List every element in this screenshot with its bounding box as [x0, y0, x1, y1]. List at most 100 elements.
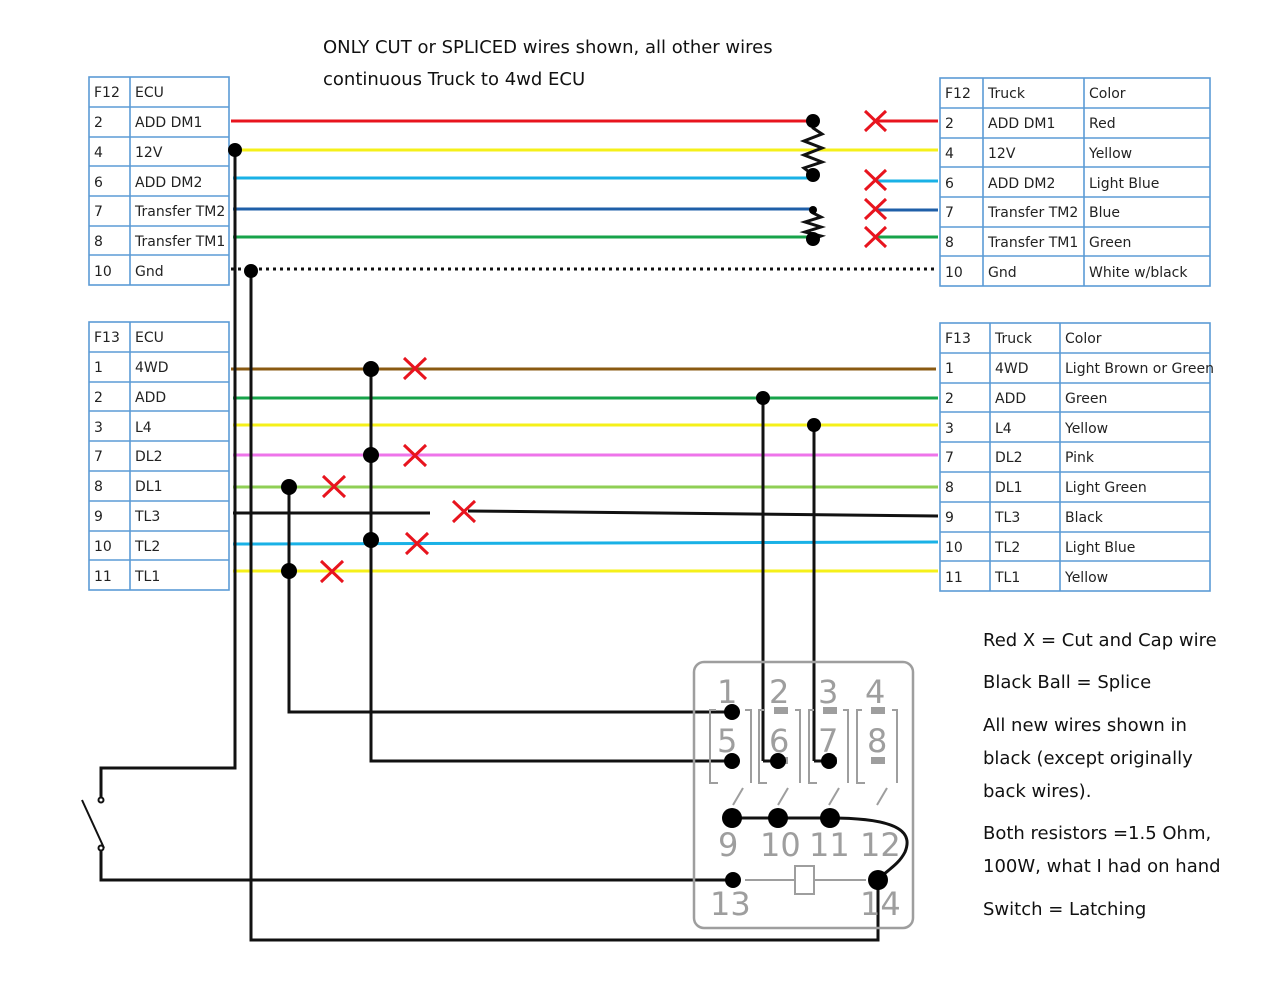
splice-ball	[768, 808, 788, 828]
f13-ecu-pin: 7	[94, 449, 103, 465]
f12-truck-pin: 7	[945, 205, 954, 221]
f13-truck-name: DL2	[995, 450, 1023, 466]
relay-bracket	[808, 709, 817, 784]
f13-ecu-name: DL1	[135, 479, 163, 495]
splice-ball	[868, 870, 888, 890]
f13-truck-color: Green	[1065, 391, 1107, 407]
switch-terminal-top	[97, 796, 105, 804]
f13-truck-color: Black	[1065, 510, 1104, 526]
f13-ecu-name: 4WD	[135, 360, 169, 376]
f12-truck-color: Blue	[1089, 205, 1120, 221]
relay-bracket	[758, 709, 767, 784]
f13-truck-pin: 11	[945, 570, 963, 586]
f12-ecu-header-pin: F12	[94, 85, 120, 101]
f12-truck-table: F12 Truck Color 2 ADD DM1 Red 4 12V Yell…	[939, 77, 1211, 287]
header-line-1: ONLY CUT or SPLICED wires shown, all oth…	[323, 37, 773, 58]
legend-resistors: Both resistors =1.5 Ohm, 100W, what I ha…	[983, 823, 1221, 877]
f13-truck-color: Light Blue	[1065, 540, 1135, 556]
splice-ball	[770, 753, 786, 769]
relay-switch-arm	[732, 787, 744, 806]
f12-ecu-pin: 8	[94, 234, 103, 250]
f13-ecu-pin: 1	[94, 360, 103, 376]
f12-truck-pin: 10	[945, 265, 963, 281]
wire-4wd-to-relay5	[369, 369, 732, 763]
switch-lever	[81, 799, 105, 849]
relay-switch-arm	[876, 787, 888, 806]
f12-truck-color: White w/black	[1089, 265, 1188, 281]
f13-truck-name: L4	[995, 421, 1012, 437]
cut-mark-x	[863, 109, 888, 133]
f12-ecu-pin: 2	[94, 115, 103, 131]
f12-truck-name: ADD DM2	[988, 176, 1055, 192]
f12-truck-header-name: Truck	[987, 86, 1026, 102]
f12-truck-name: Transfer TM2	[987, 205, 1078, 221]
f13-truck-pin: 3	[945, 421, 954, 437]
f12-ecu-name: 12V	[135, 145, 163, 161]
f13-truck-pin: 1	[945, 361, 954, 377]
f13-truck-pin: 8	[945, 480, 954, 496]
f13-ecu-name: TL3	[134, 509, 160, 525]
header-line-2: continuous Truck to 4wd ECU	[323, 69, 586, 90]
relay-pin-number: 11	[809, 826, 850, 864]
f12-ecu-name: Transfer TM2	[134, 204, 225, 220]
f13-truck-name: TL1	[994, 570, 1020, 586]
f13-ecu-pin: 8	[94, 479, 103, 495]
new-black-wires	[99, 150, 909, 942]
cut-mark-x	[451, 499, 477, 524]
relay-pin-number: 13	[710, 885, 751, 923]
f13-ecu-name: TL1	[134, 569, 160, 585]
f13-ecu-pin: 3	[94, 420, 103, 436]
f13-ecu-header-name: ECU	[135, 330, 164, 346]
relay-housing	[692, 660, 915, 930]
f12-ecu-name: Transfer TM1	[134, 234, 225, 250]
f13-truck-name: TL2	[994, 540, 1020, 556]
f13-ecu-pin: 9	[94, 509, 103, 525]
splice-ball	[820, 808, 840, 828]
relay-pin-number: 1	[717, 673, 737, 711]
splice-ball	[821, 753, 837, 769]
cut-mark-x	[863, 197, 888, 221]
f13-truck-color: Light Brown or Green	[1065, 361, 1214, 377]
f13-ecu-name: L4	[135, 420, 152, 436]
f13-ecu-header-pin: F13	[94, 330, 120, 346]
f13-truck-pin: 9	[945, 510, 954, 526]
wire-dl1-tl1-to-relay1	[287, 487, 732, 714]
legend-red-x: Red X = Cut and Cap wire	[983, 630, 1217, 651]
relay-bracket	[856, 709, 865, 784]
wire-gnd-to-relay14	[249, 271, 880, 942]
relay-pin-number: 12	[860, 826, 901, 864]
f12-truck-pin: 6	[945, 176, 954, 192]
f13-truck-name: TL3	[994, 510, 1020, 526]
cut-mark-x	[402, 356, 428, 381]
splice-ball	[807, 418, 821, 432]
f13-ecu-name: TL2	[134, 539, 160, 555]
f12-truck-color: Green	[1089, 235, 1131, 251]
f13-truck-color: Light Green	[1065, 480, 1147, 496]
splice-ball	[281, 479, 297, 495]
cut-mark-x	[863, 168, 888, 192]
relay-pin-number: 3	[818, 673, 838, 711]
f13-ecu-name: ADD	[135, 390, 166, 406]
f12-wires	[231, 119, 938, 271]
f12-truck-pin: 4	[945, 146, 954, 162]
f13-truck-pin: 7	[945, 450, 954, 466]
cut-marks	[319, 109, 888, 584]
wire-tl2	[232, 540, 939, 546]
f12-ecu-header-name: ECU	[135, 85, 164, 101]
f12-truck-color: Yellow	[1088, 146, 1132, 162]
relay-pin-number: 9	[718, 826, 738, 864]
f12-ecu-table: F12 ECU 2 ADD DM1 4 12V 6 ADD DM2 7 Tran…	[88, 76, 230, 286]
f12-ecu-pin: 10	[94, 264, 112, 280]
splice-ball	[281, 563, 297, 579]
f12-ecu-name: ADD DM1	[135, 115, 202, 131]
relay-pin-number: 2	[769, 673, 789, 711]
relay-pin-number: 10	[760, 826, 801, 864]
f12-truck-pin: 2	[945, 116, 954, 132]
f12-ecu-pin: 4	[94, 145, 103, 161]
f13-truck-header-pin: F13	[945, 331, 971, 347]
f12-truck-header-color: Color	[1089, 86, 1126, 102]
relay-contact-marker	[871, 757, 885, 764]
f13-truck-pin: 2	[945, 391, 954, 407]
wire-12v-to-switch	[99, 150, 237, 798]
